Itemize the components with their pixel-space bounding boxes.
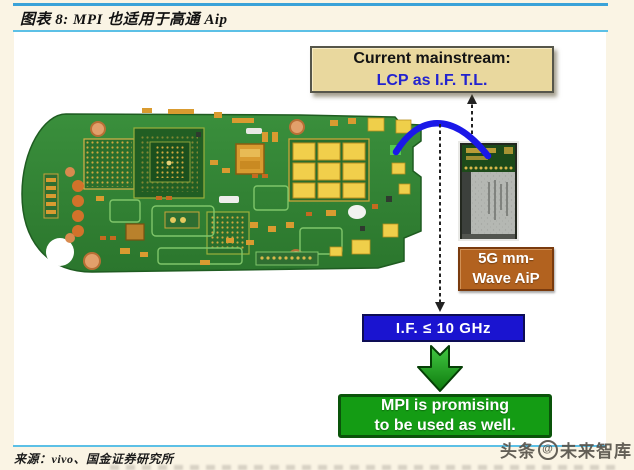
dashed-arrow-up-icon	[467, 94, 477, 134]
green-down-arrow-icon	[417, 345, 463, 392]
mainstream-line1: Current mainstream:	[353, 50, 511, 68]
footer-divider	[13, 445, 606, 447]
figure-caption: 图表 8: MPI 也适用于高通 Aip	[20, 12, 228, 28]
watermark-prefix: 头条	[500, 442, 536, 461]
top-divider	[13, 3, 608, 6]
aip-label: 5G mm- Wave AiP	[458, 247, 554, 291]
aip-line2: Wave AiP	[472, 270, 540, 287]
source-note: 来源：vivo、国金证券研究所	[14, 452, 174, 466]
mpi-line2: to be used as well.	[374, 417, 516, 434]
mpi-conclusion-label: MPI is promising to be used as well.	[338, 394, 552, 438]
aip-line1: 5G mm-	[478, 249, 534, 267]
mainstream-line2: LCP as I.F. T.L.	[376, 71, 488, 89]
if-frequency-label: I.F. ≤ 10 GHz	[362, 314, 525, 342]
watermark: 头条 @ 未来智库	[500, 437, 632, 462]
if-text: I.F. ≤ 10 GHz	[395, 319, 492, 337]
watermark-name: 未来智库	[560, 442, 632, 461]
dashed-arrow-down-icon	[435, 124, 445, 312]
clipped-body-text	[110, 465, 620, 470]
mpi-line1: MPI is promising	[380, 396, 509, 414]
caption-divider	[13, 30, 608, 32]
curve-arrow-icon	[392, 120, 492, 160]
at-badge-icon: @	[538, 439, 558, 460]
current-mainstream-label: Current mainstream: LCP as I.F. T.L.	[310, 46, 554, 93]
pcb-photo	[21, 108, 422, 273]
